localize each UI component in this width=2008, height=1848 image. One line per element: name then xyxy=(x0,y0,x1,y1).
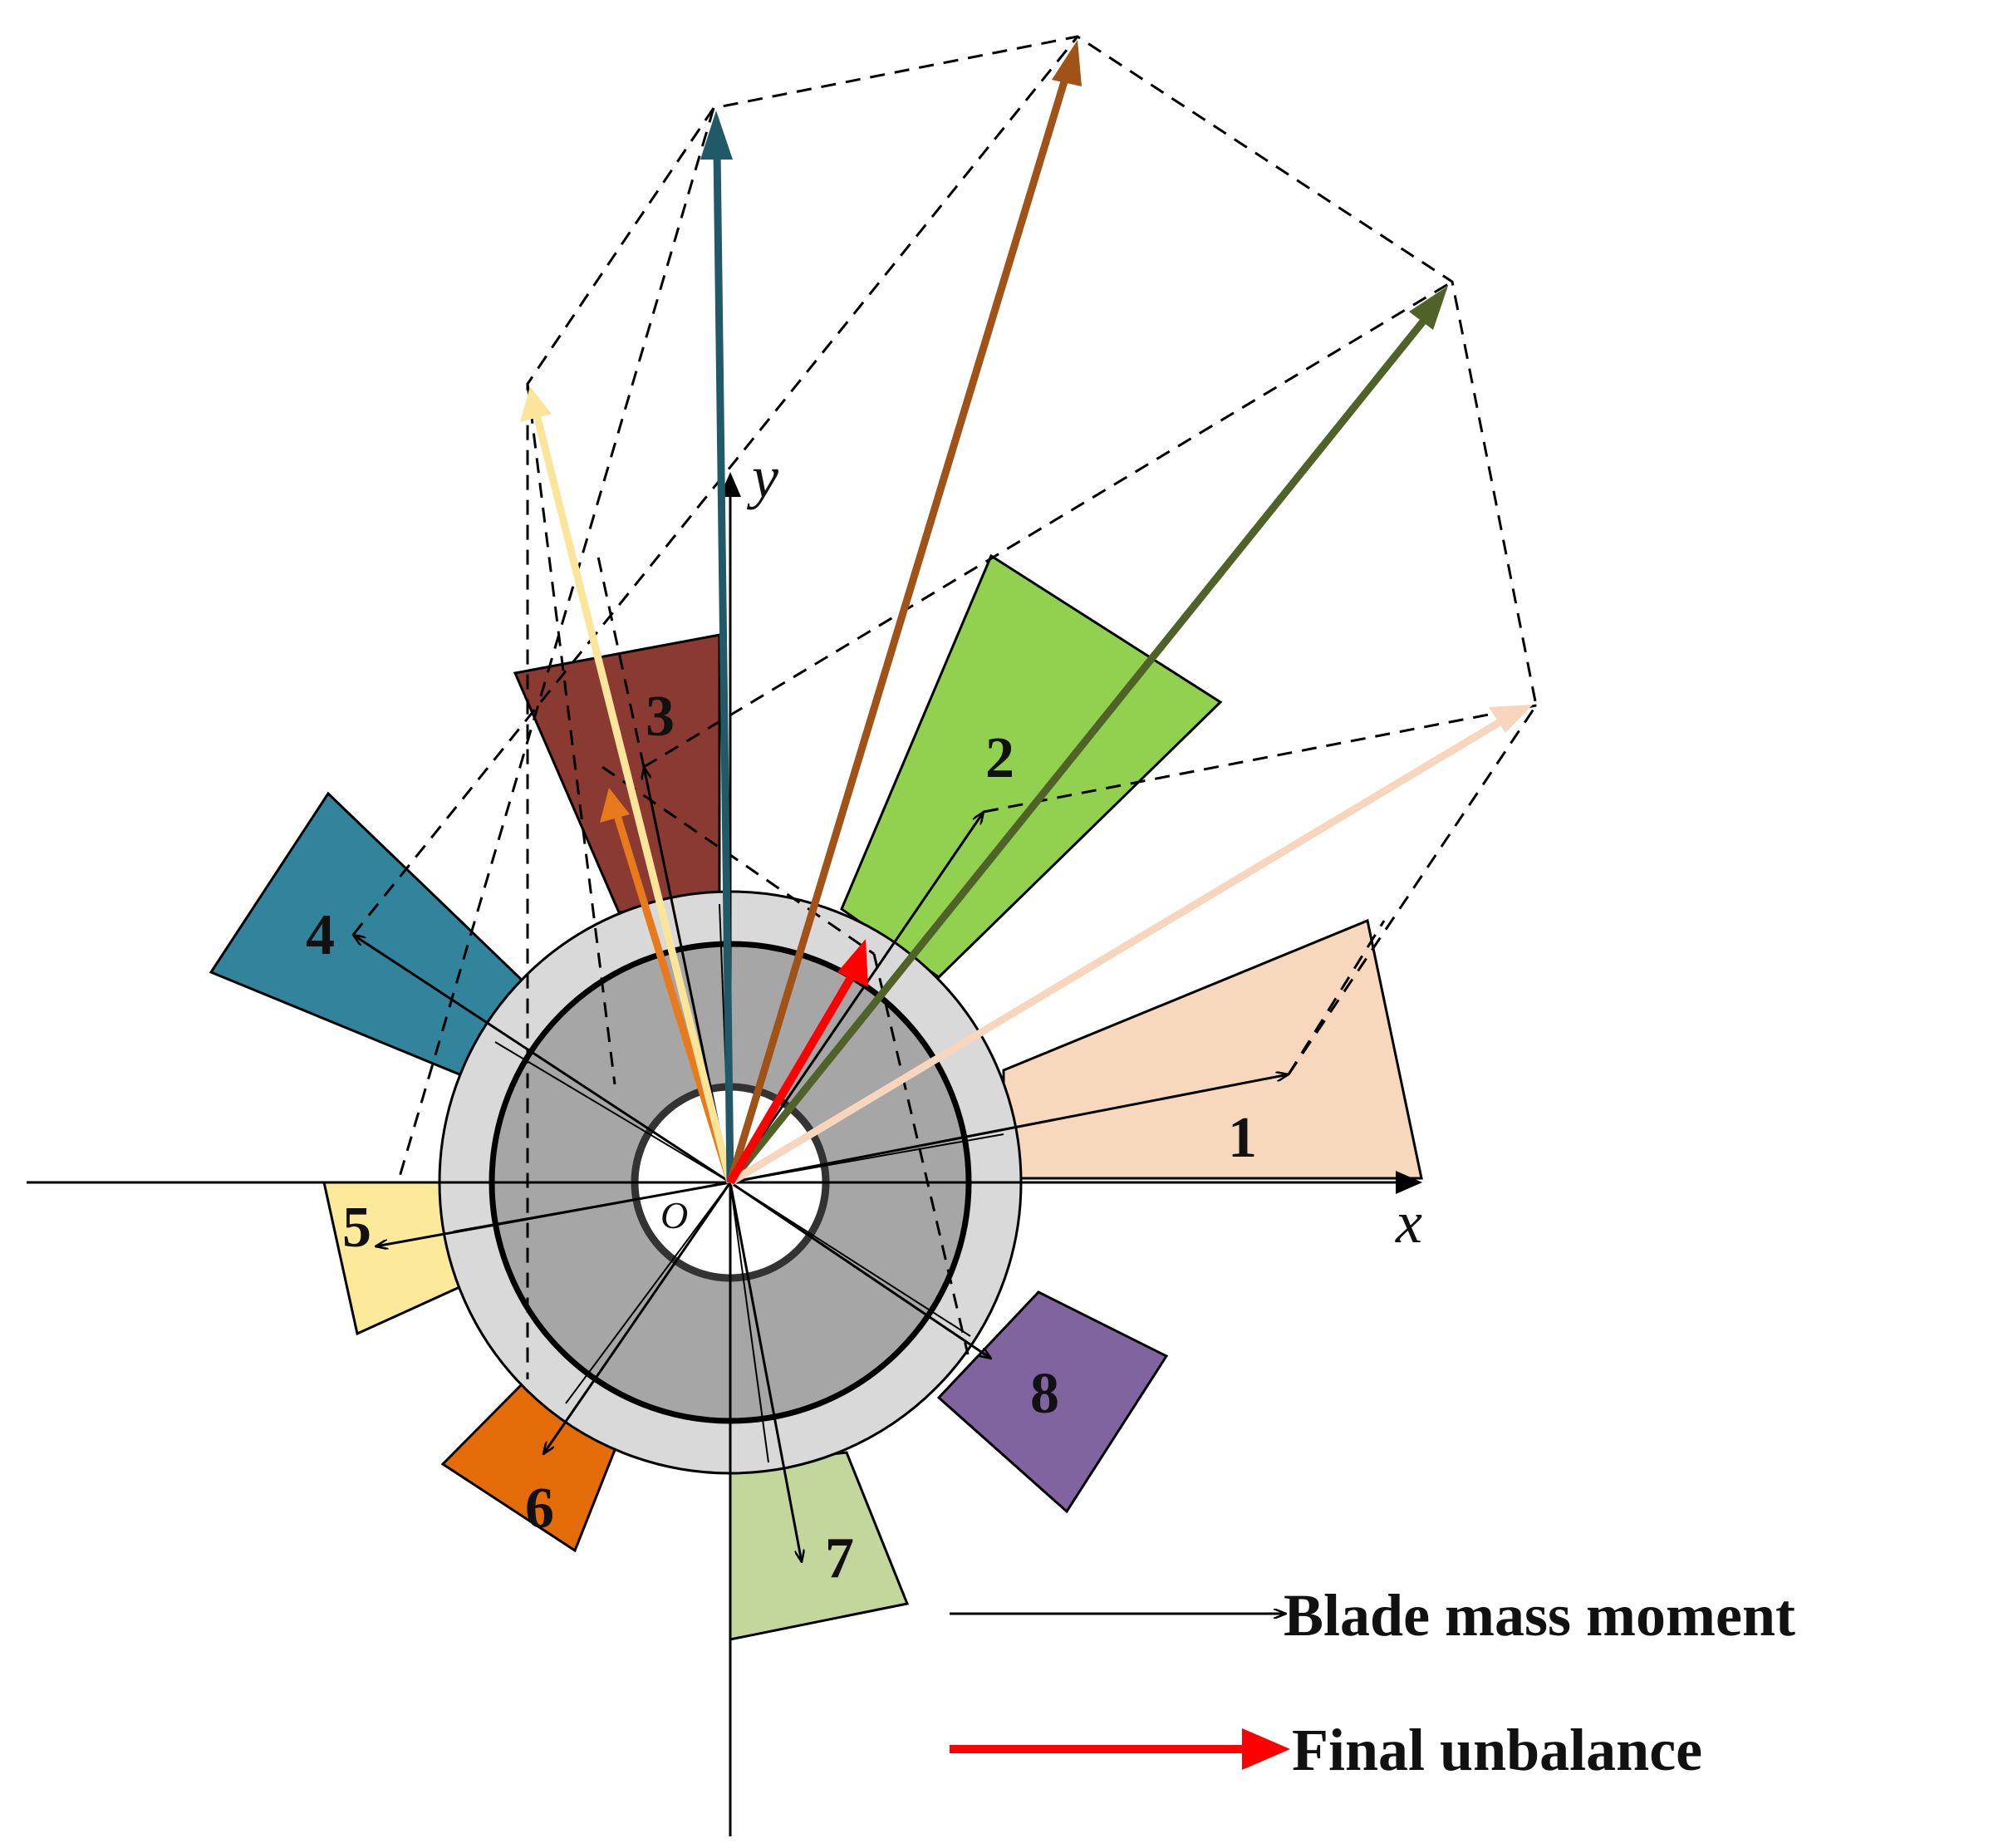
x-axis-label: x xyxy=(1395,1189,1422,1256)
resultant-arrowhead-3 xyxy=(1052,40,1082,86)
resultant-arrowhead-5 xyxy=(520,386,552,422)
resultant-arrowhead-6 xyxy=(600,788,630,823)
construction-lines xyxy=(351,35,1538,1379)
resultant-arrows xyxy=(520,40,1533,1186)
resultant-arrow-5 xyxy=(532,410,734,1184)
resultant-arrow-3 xyxy=(726,69,1072,1184)
origin-label: O xyxy=(660,1194,688,1236)
blade-label-7: 7 xyxy=(825,1526,854,1590)
blade-8 xyxy=(936,1290,1169,1514)
blade-moment-arrow-7 xyxy=(729,1182,802,1562)
blade-label-1: 1 xyxy=(1228,1106,1257,1170)
blade-label-6: 6 xyxy=(525,1477,554,1541)
final-unbalance-arrowhead xyxy=(837,939,868,987)
legend-blade-mass-moment-label: Blade mass moment xyxy=(1284,1582,1795,1649)
legend: Blade mass moment Final unbalance xyxy=(950,1582,1795,1783)
blade-moment-arrow-6 xyxy=(543,1182,732,1454)
resultant-arrow-2 xyxy=(727,312,1432,1185)
blade-label-5: 5 xyxy=(342,1196,371,1260)
blade-mass-moment-arrows xyxy=(353,767,1289,1562)
blade-moment-arrow-1 xyxy=(729,1074,1289,1184)
y-axis-label: y xyxy=(746,444,778,510)
blade-label-8: 8 xyxy=(1030,1362,1059,1426)
blade-moment-arrow-4 xyxy=(353,935,731,1184)
resultant-arrowhead-4 xyxy=(700,111,733,160)
resultant-arrow-4 xyxy=(713,149,734,1183)
resultant-arrowhead-1 xyxy=(1489,705,1533,733)
blade-label-2: 2 xyxy=(985,726,1014,790)
blade-moment-arrow-2 xyxy=(729,812,984,1183)
x-axis-arrowhead xyxy=(1396,1171,1422,1194)
resultant-arrowhead-2 xyxy=(1409,286,1448,330)
legend-final-unbalance-label: Final unbalance xyxy=(1292,1717,1702,1783)
resultant-arrow-1 xyxy=(728,715,1508,1186)
blade-moment-arrow-8 xyxy=(729,1181,991,1359)
blade-label-4: 4 xyxy=(306,903,335,967)
blade-label-3: 3 xyxy=(646,685,675,749)
blade-3 xyxy=(513,633,721,914)
blade-7 xyxy=(729,1451,910,1641)
legend-final-unbalance-arrowhead xyxy=(1242,1728,1290,1770)
final-unbalance-arrow xyxy=(726,970,858,1185)
blade-moment-arrow-5 xyxy=(376,1181,731,1246)
